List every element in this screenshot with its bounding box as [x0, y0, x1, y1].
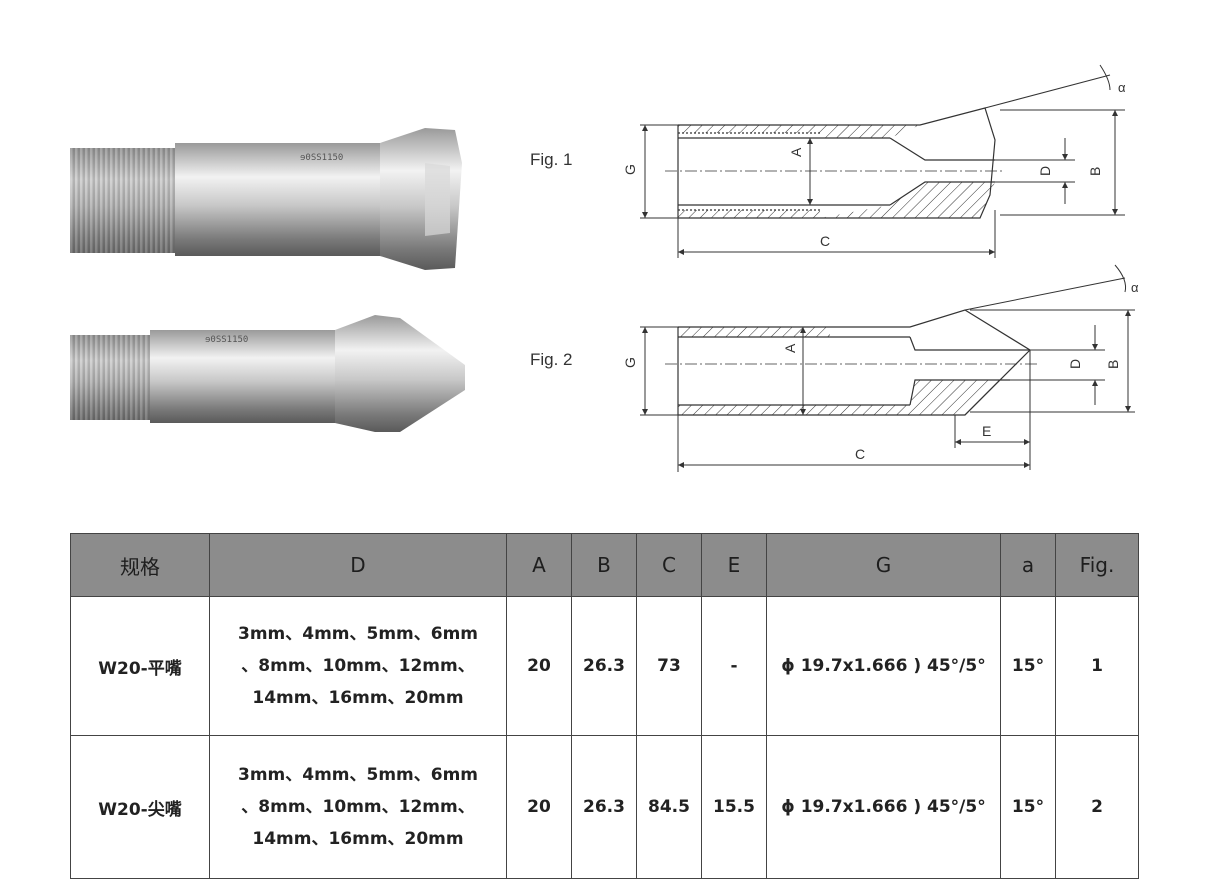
cell-alpha: 15° [1000, 735, 1056, 879]
header-e: E [701, 533, 767, 597]
dim-label-a: A [788, 147, 804, 157]
dim-label-alpha: α [1118, 80, 1126, 95]
cell-fig: 1 [1055, 596, 1139, 736]
d-line: 14mm、16mm、20mm [252, 829, 464, 849]
dim-label-d: D [1037, 166, 1053, 176]
d-line: 3mm、4mm、5mm、6mm [237, 624, 479, 644]
fig-1-technical-drawing: G A D B C α [622, 64, 1126, 258]
dim-label-b-2: B [1105, 360, 1121, 369]
cell-g: ϕ 19.7x1.666 ) 45°/5° [766, 735, 1001, 879]
header-b: B [571, 533, 637, 597]
pointed-nose-collet-photo: ɘ0SS1150 [70, 315, 465, 432]
cell-c: 73 [636, 596, 702, 736]
cell-e: 15.5 [701, 735, 767, 879]
header-fig: Fig. [1055, 533, 1139, 597]
cell-a: 20 [506, 596, 572, 736]
cell-d: 3mm、4mm、5mm、6mm 、8mm、10mm、12mm、 14mm、16m… [209, 596, 507, 736]
dim-label-g: G [622, 164, 638, 175]
header-alpha: a [1000, 533, 1056, 597]
cell-fig: 2 [1055, 735, 1139, 879]
d-line: 3mm、4mm、5mm、6mm [237, 765, 479, 785]
flat-nose-collet-photo: ɘ0SS1150 [70, 128, 462, 270]
fig-2-technical-drawing: G A D B E C α [622, 264, 1139, 472]
header-c: C [636, 533, 702, 597]
header-d: D [209, 533, 507, 597]
dim-label-g-2: G [622, 357, 638, 368]
cell-spec: W20-尖嘴 [70, 735, 210, 879]
dim-label-d-2: D [1067, 359, 1083, 369]
dim-label-alpha-2: α [1131, 280, 1139, 295]
cell-b: 26.3 [571, 735, 637, 879]
svg-text:ɘ0SS1150: ɘ0SS1150 [300, 153, 343, 163]
table-row: W20-尖嘴 3mm、4mm、5mm、6mm 、8mm、10mm、12mm、 1… [70, 735, 1139, 879]
header-a: A [506, 533, 572, 597]
header-spec: 规格 [70, 533, 210, 597]
cell-g: ϕ 19.7x1.666 ) 45°/5° [766, 596, 1001, 736]
dim-label-c-2: C [855, 446, 865, 462]
dim-label-a-2: A [782, 343, 798, 353]
fig-1-label: Fig. 1 [530, 150, 573, 169]
cell-b: 26.3 [571, 596, 637, 736]
d-line: 、8mm、10mm、12mm、 [241, 656, 475, 676]
table-header-row: 规格 D A B C E G a Fig. [70, 533, 1139, 597]
cell-c: 84.5 [636, 735, 702, 879]
table-row: W20-平嘴 3mm、4mm、5mm、6mm 、8mm、10mm、12mm、 1… [70, 596, 1139, 736]
dim-label-b: B [1087, 167, 1103, 176]
cell-alpha: 15° [1000, 596, 1056, 736]
header-g: G [766, 533, 1001, 597]
d-line: 、8mm、10mm、12mm、 [241, 797, 475, 817]
dim-label-e-2: E [982, 423, 991, 439]
spec-table: 规格 D A B C E G a Fig. W20-平嘴 3mm、4mm、5mm… [70, 533, 1139, 879]
cell-d: 3mm、4mm、5mm、6mm 、8mm、10mm、12mm、 14mm、16m… [209, 735, 507, 879]
cell-e: - [701, 596, 767, 736]
fig-2-label: Fig. 2 [530, 350, 573, 369]
d-line: 14mm、16mm、20mm [252, 688, 464, 708]
cell-spec: W20-平嘴 [70, 596, 210, 736]
cell-a: 20 [506, 735, 572, 879]
dim-label-c: C [820, 233, 830, 249]
svg-text:ɘ0SS1150: ɘ0SS1150 [205, 335, 248, 345]
